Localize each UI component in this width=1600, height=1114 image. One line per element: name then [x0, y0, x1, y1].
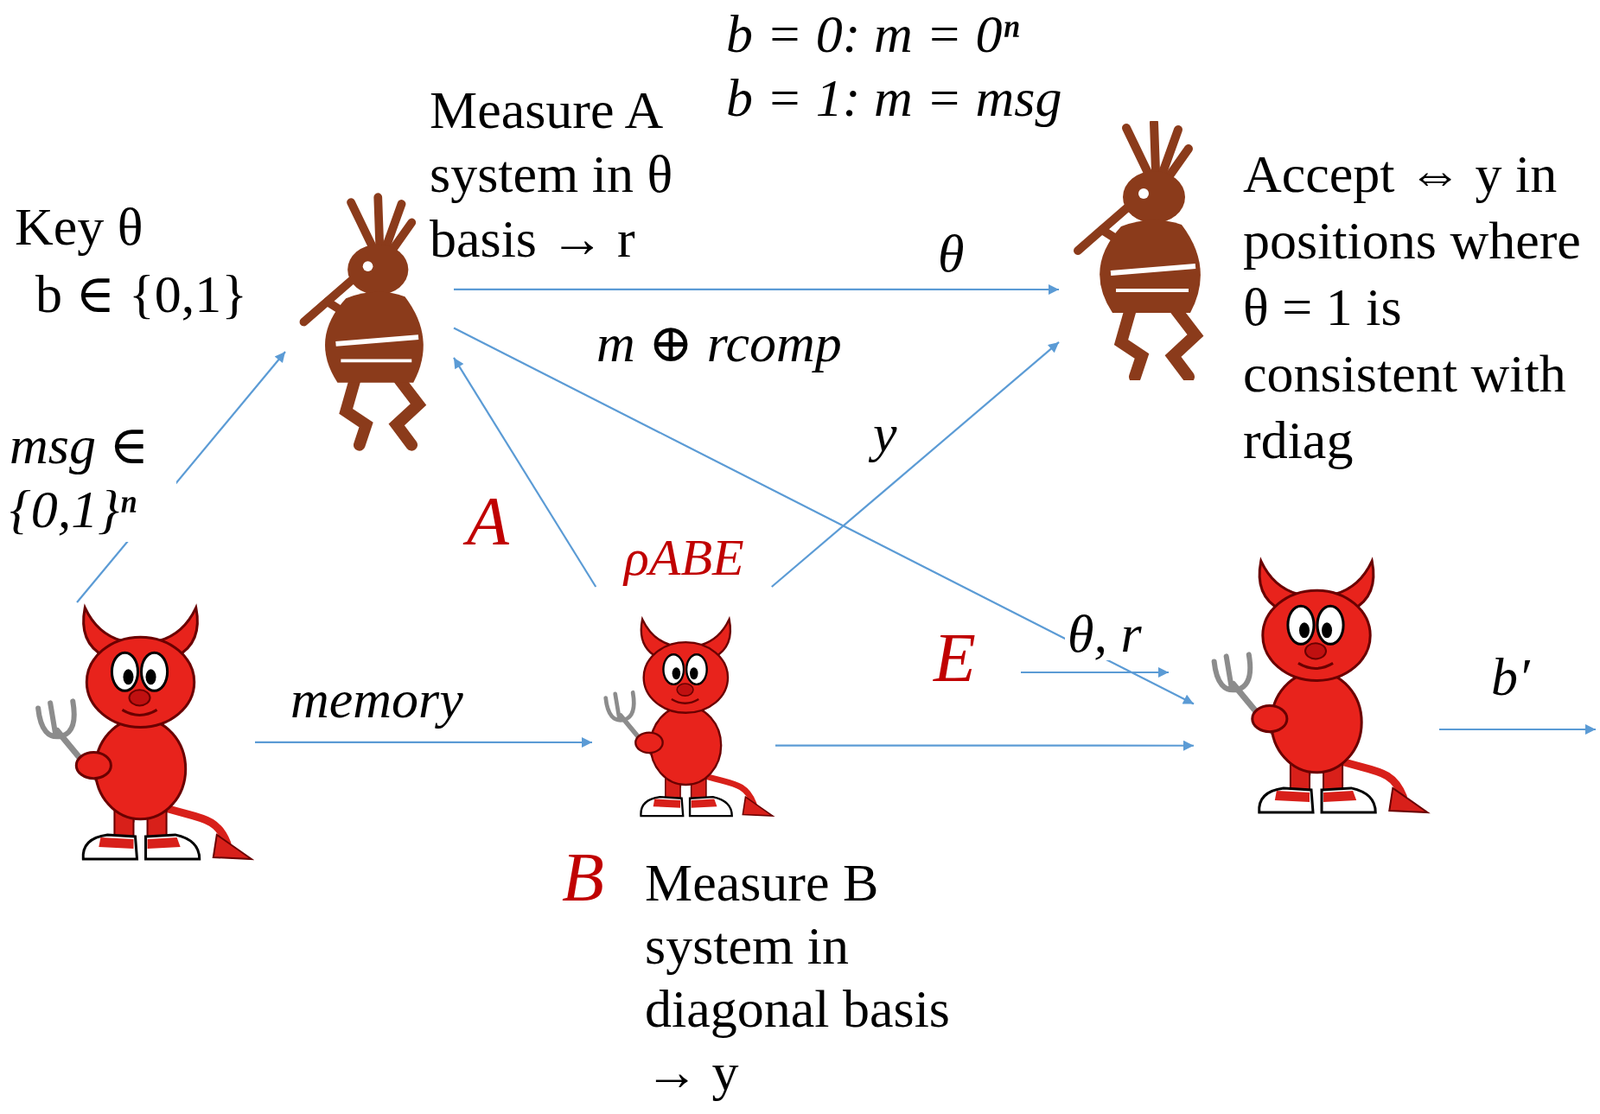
edge-label: θ [937, 226, 964, 281]
adversary-node [20, 602, 255, 863]
verifier-figure [1077, 122, 1201, 377]
adversary-figure [605, 618, 773, 816]
node-text: Key θ [14, 194, 144, 259]
free-label: b = 0: m = 0ⁿ [726, 1, 1020, 66]
connector-arrow [453, 327, 1194, 704]
adversary-figure [1214, 560, 1428, 813]
edge-label: y [873, 406, 898, 460]
edge-label: msg ∈ {0,1}ⁿ [6, 413, 177, 542]
alice-node: Key θb ∈ {0,1}Measure A system in θ basi… [285, 172, 454, 472]
arrow-line [1020, 671, 1169, 674]
node-text: Accept ⇔ y in positions where θ = 1 is c… [1243, 140, 1594, 473]
edge-label: m ⊕ rcomp [596, 311, 842, 376]
alice-figure [303, 197, 423, 446]
verifier-node: Accept ⇔ y in positions where θ = 1 is c… [1058, 121, 1232, 381]
connector-arrow [771, 342, 1059, 587]
edge-label: memory [290, 667, 464, 732]
node-text: Measure B system in diagonal basis → y [644, 851, 957, 1105]
edge-label: A [466, 486, 510, 556]
free-label: b′ [1491, 650, 1530, 704]
node-text: b ∈ {0,1} [35, 261, 248, 326]
arrow-line [1439, 728, 1596, 731]
connector-arrow [453, 288, 1059, 291]
free-label: b = 1: m = msg [726, 65, 1063, 130]
edge-label: E [933, 623, 976, 693]
adversary-node [1193, 555, 1435, 816]
adversary-figure [38, 607, 252, 860]
connector-arrow [775, 745, 1194, 747]
free-label: θ, r [1064, 606, 1145, 661]
node-text: ρABE [624, 531, 745, 584]
connector-arrow [254, 741, 593, 744]
node-text: B [561, 842, 605, 912]
node-text: Measure A system in θ basis → r [429, 77, 741, 271]
adversary-node: ρABEBMeasure B system in diagonal basis … [592, 586, 776, 848]
connector-arrow [453, 357, 596, 587]
